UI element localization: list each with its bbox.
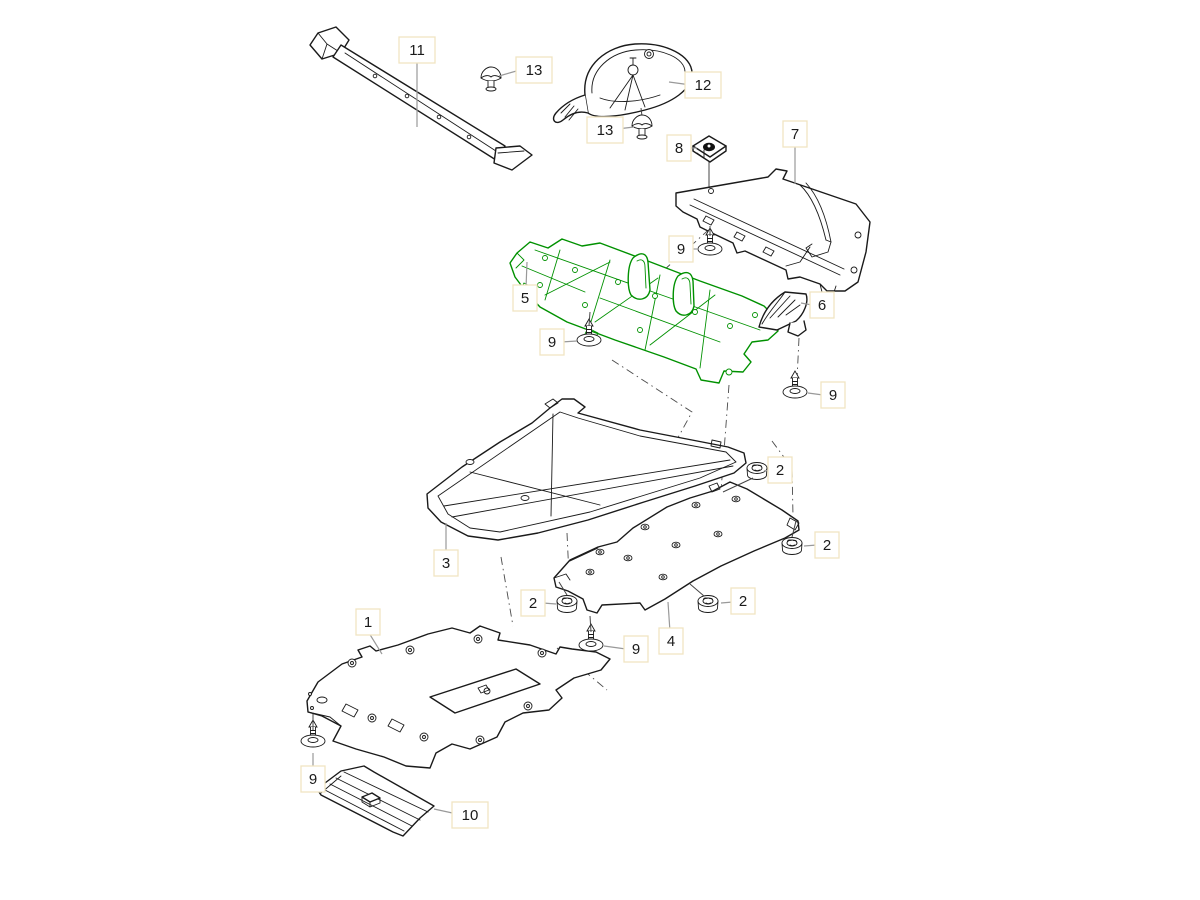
callout-5[interactable]: 5 <box>512 284 538 312</box>
part-5-highlighted-panel[interactable] <box>509 238 779 384</box>
part-2-nut-b[interactable] <box>781 537 803 555</box>
callout-number: 9 <box>632 641 640 658</box>
callout-number: 8 <box>675 140 683 157</box>
callout-number: 2 <box>823 537 831 554</box>
callout-12[interactable]: 12 <box>684 71 722 99</box>
callout-number: 2 <box>739 593 747 610</box>
callout-number: 9 <box>677 241 685 258</box>
part-4-holes <box>585 495 741 581</box>
callout-2-c[interactable]: 2 <box>520 589 546 617</box>
callout-number: 1 <box>364 614 372 631</box>
callout-box <box>451 801 489 829</box>
callout-box <box>730 587 756 615</box>
callout-number: 13 <box>526 62 543 79</box>
callout-box <box>666 134 692 162</box>
callout-9-b[interactable]: 9 <box>539 328 565 356</box>
callout-number: 2 <box>776 462 784 479</box>
callout-9-c[interactable]: 9 <box>820 381 846 409</box>
callout-box <box>300 765 326 793</box>
callout-number: 9 <box>548 334 556 351</box>
callout-4[interactable]: 4 <box>658 627 684 655</box>
callout-9-a[interactable]: 9 <box>668 235 694 263</box>
callout-number: 10 <box>462 807 479 824</box>
part-12-cover[interactable] <box>552 43 693 124</box>
callout-number: 5 <box>521 290 529 307</box>
callout-8[interactable]: 8 <box>666 134 692 162</box>
callout-box <box>782 120 808 148</box>
callout-box <box>520 589 546 617</box>
fastener-links <box>312 226 797 730</box>
callout-box <box>539 328 565 356</box>
part-9-screw-c[interactable] <box>782 370 808 399</box>
callout-11[interactable]: 11 <box>398 36 436 64</box>
part-11-cross-brace[interactable] <box>309 26 533 171</box>
part-1-bolt-holes <box>347 634 547 745</box>
part-7-slots <box>702 188 862 274</box>
callout-box <box>820 381 846 409</box>
part-8-cage-nut[interactable] <box>692 135 727 187</box>
callout-number: 4 <box>667 633 675 650</box>
callout-2-b[interactable]: 2 <box>814 531 840 559</box>
callout-number: 2 <box>529 595 537 612</box>
callout-9-e[interactable]: 9 <box>300 765 326 793</box>
callout-box <box>398 36 436 64</box>
callout-box <box>814 531 840 559</box>
callout-box <box>433 549 459 577</box>
callout-number: 9 <box>309 771 317 788</box>
callout-box <box>512 284 538 312</box>
callout-box <box>586 116 624 144</box>
callout-9-d[interactable]: 9 <box>623 635 649 663</box>
part-1-engine-undertray[interactable] <box>306 625 611 769</box>
callout-2-a[interactable]: 2 <box>767 456 793 484</box>
callout-3[interactable]: 3 <box>433 549 459 577</box>
part-7-underbody-panel[interactable] <box>675 168 871 293</box>
callout-box <box>684 71 722 99</box>
part-13-clip-b[interactable] <box>631 114 653 140</box>
callout-number: 13 <box>597 122 614 139</box>
callout-number: 12 <box>695 77 712 94</box>
callout-2-d[interactable]: 2 <box>730 587 756 615</box>
part-5-holes <box>537 255 758 376</box>
callout-1[interactable]: 1 <box>355 608 381 636</box>
callout-10[interactable]: 10 <box>451 801 489 829</box>
callout-number: 3 <box>442 555 450 572</box>
callout-13-a[interactable]: 13 <box>515 56 553 84</box>
callout-7[interactable]: 7 <box>782 120 808 148</box>
callout-box <box>658 627 684 655</box>
part-2-nut-c[interactable] <box>556 595 578 613</box>
part-3-tray-panel[interactable] <box>426 398 747 541</box>
callout-box <box>623 635 649 663</box>
callout-box <box>809 291 835 319</box>
callout-number: 7 <box>791 126 799 143</box>
callout-number: 11 <box>409 42 425 59</box>
part-10-ribbed-shield[interactable] <box>316 765 435 837</box>
callout-6[interactable]: 6 <box>809 291 835 319</box>
callout-box <box>767 456 793 484</box>
callout-box <box>668 235 694 263</box>
callout-number: 6 <box>818 297 826 314</box>
part-6-bracket[interactable] <box>758 291 808 337</box>
callout-13-b[interactable]: 13 <box>586 116 624 144</box>
part-2-nut-d[interactable] <box>697 595 719 613</box>
callout-box <box>515 56 553 84</box>
part-4-flat-panel[interactable] <box>553 481 800 614</box>
callout-number: 9 <box>829 387 837 404</box>
part-13-clip-a[interactable] <box>480 66 502 92</box>
part-11-holes <box>372 73 472 140</box>
callout-box <box>355 608 381 636</box>
